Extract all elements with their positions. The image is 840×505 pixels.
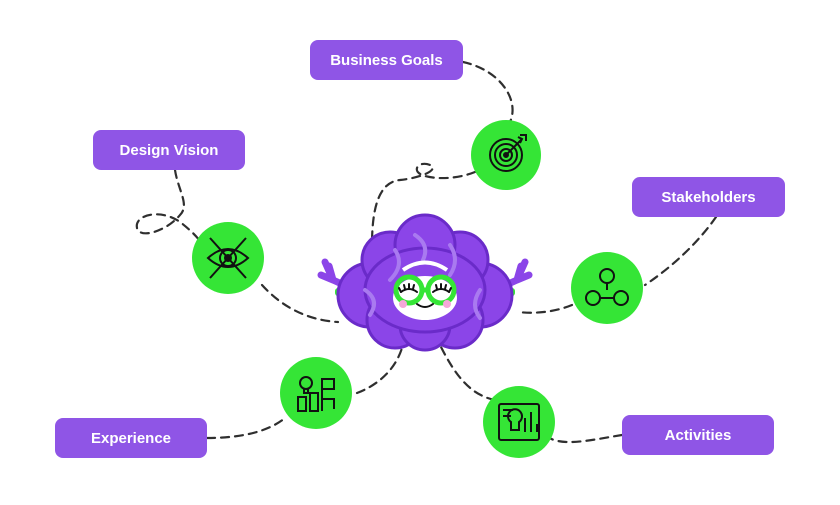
label-business-goals: Business Goals	[310, 40, 463, 80]
connector-act-label	[543, 433, 624, 444]
connector-design-label	[135, 168, 207, 250]
connector-stake-brain	[516, 303, 574, 314]
connector-exp-brain	[355, 346, 404, 395]
connector-exp-label	[205, 416, 287, 440]
idea-chart-node	[483, 386, 555, 458]
target-node	[471, 120, 541, 190]
idea-process-node	[280, 357, 352, 429]
label-experience: Experience	[55, 418, 207, 458]
eye-pencil-node	[192, 222, 264, 294]
connector-stake-label	[643, 215, 718, 287]
connector-business-label	[461, 60, 514, 124]
connector-act-brain	[438, 343, 497, 402]
connector-design-brain	[260, 283, 340, 324]
label-design-vision: Design Vision	[93, 130, 245, 170]
label-stakeholders: Stakeholders	[632, 177, 785, 217]
people-network-node	[571, 252, 643, 324]
brain-mascot-icon	[317, 213, 533, 352]
label-activities: Activities	[622, 415, 774, 455]
connector-business-brain	[370, 162, 477, 247]
